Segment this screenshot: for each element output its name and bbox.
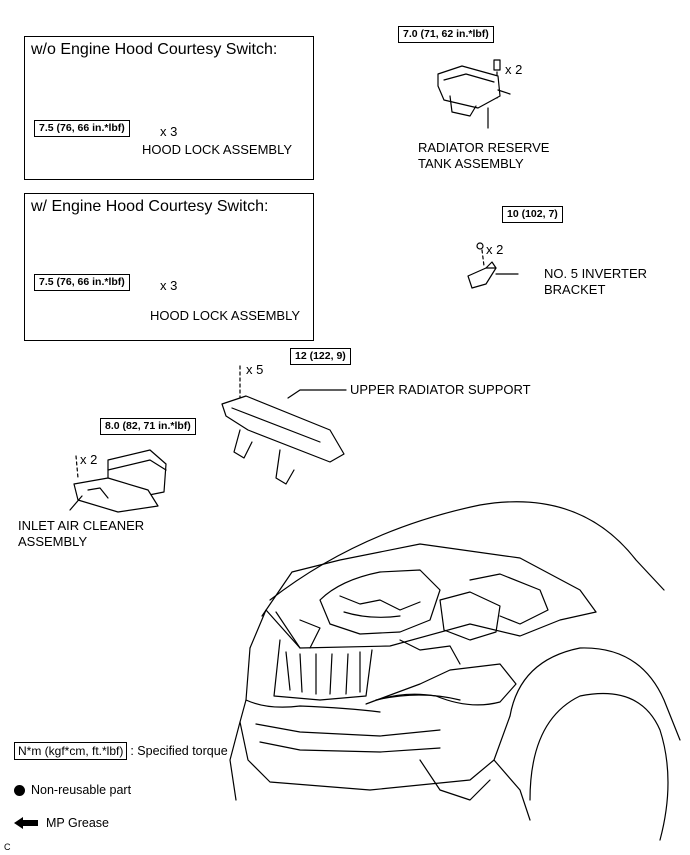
hood-lock-assembly-label: HOOD LOCK ASSEMBLY xyxy=(150,308,301,323)
inlet-air-cleaner-drawing xyxy=(69,449,167,513)
label-line: TANK ASSEMBLY xyxy=(418,156,524,171)
label-line: BRACKET xyxy=(544,282,606,297)
radiator-reserve-tank-label: RADIATOR RESERVE TANK ASSEMBLY xyxy=(418,140,549,172)
box-title: w/ Engine Hood Courtesy Switch: xyxy=(31,198,269,215)
grease-arrow-icon xyxy=(14,817,38,829)
legend-torque-row: N*m (kgf*cm, ft.*lbf) : Specified torque xyxy=(14,742,228,760)
box-title: w/o Engine Hood Courtesy Switch: xyxy=(31,41,278,58)
inverter-bracket-drawing xyxy=(467,242,519,289)
quantity-label: x 2 xyxy=(80,452,98,467)
torque-spec-box: 7.0 (71, 62 in.*lbf) xyxy=(398,26,494,43)
no5-inverter-bracket-label: NO. 5 INVERTER BRACKET xyxy=(544,266,647,298)
torque-spec-box: 12 (122, 9) xyxy=(290,348,351,365)
label-line: NO. 5 INVERTER xyxy=(544,266,648,281)
torque-spec-box: 7.5 (76, 66 in.*lbf) xyxy=(34,274,130,291)
legend-grease-row: MP Grease xyxy=(14,816,109,830)
vehicle-front-drawing xyxy=(229,501,681,841)
legend-grease-text: MP Grease xyxy=(46,816,109,830)
legend-torque-box: N*m (kgf*cm, ft.*lbf) xyxy=(14,742,128,760)
label-line: INLET AIR CLEANER xyxy=(18,518,145,533)
torque-spec-box: 10 (102, 7) xyxy=(502,206,563,223)
radiator-reserve-tank-drawing xyxy=(437,59,511,129)
torque-spec-box: 8.0 (82, 71 in.*lbf) xyxy=(100,418,196,435)
quantity-label: x 2 xyxy=(486,242,504,257)
upper-radiator-support-label: UPPER RADIATOR SUPPORT xyxy=(350,382,531,397)
filled-circle-icon xyxy=(14,784,25,796)
quantity-label: x 5 xyxy=(246,362,264,377)
hood-lock-without-switch-box: w/o Engine Hood Courtesy Switch: xyxy=(24,36,314,180)
corner-mark: C xyxy=(4,842,11,852)
hood-lock-assembly-label: HOOD LOCK ASSEMBLY xyxy=(142,142,293,157)
upper-radiator-support-drawing xyxy=(221,365,347,485)
legend-torque-desc: : Specified torque xyxy=(130,744,228,758)
quantity-label: x 3 xyxy=(160,278,178,293)
legend-nonreusable-text: Non-reusable part xyxy=(31,783,132,797)
legend-nonreusable-row: Non-reusable part xyxy=(14,783,131,797)
label-line: RADIATOR RESERVE xyxy=(418,140,550,155)
label-line: ASSEMBLY xyxy=(18,534,88,549)
inlet-air-cleaner-label: INLET AIR CLEANER ASSEMBLY xyxy=(18,518,144,550)
quantity-label: x 3 xyxy=(160,124,178,139)
hood-lock-with-switch-box: w/ Engine Hood Courtesy Switch: xyxy=(24,193,314,341)
quantity-label: x 2 xyxy=(505,62,523,77)
torque-spec-box: 7.5 (76, 66 in.*lbf) xyxy=(34,120,130,137)
